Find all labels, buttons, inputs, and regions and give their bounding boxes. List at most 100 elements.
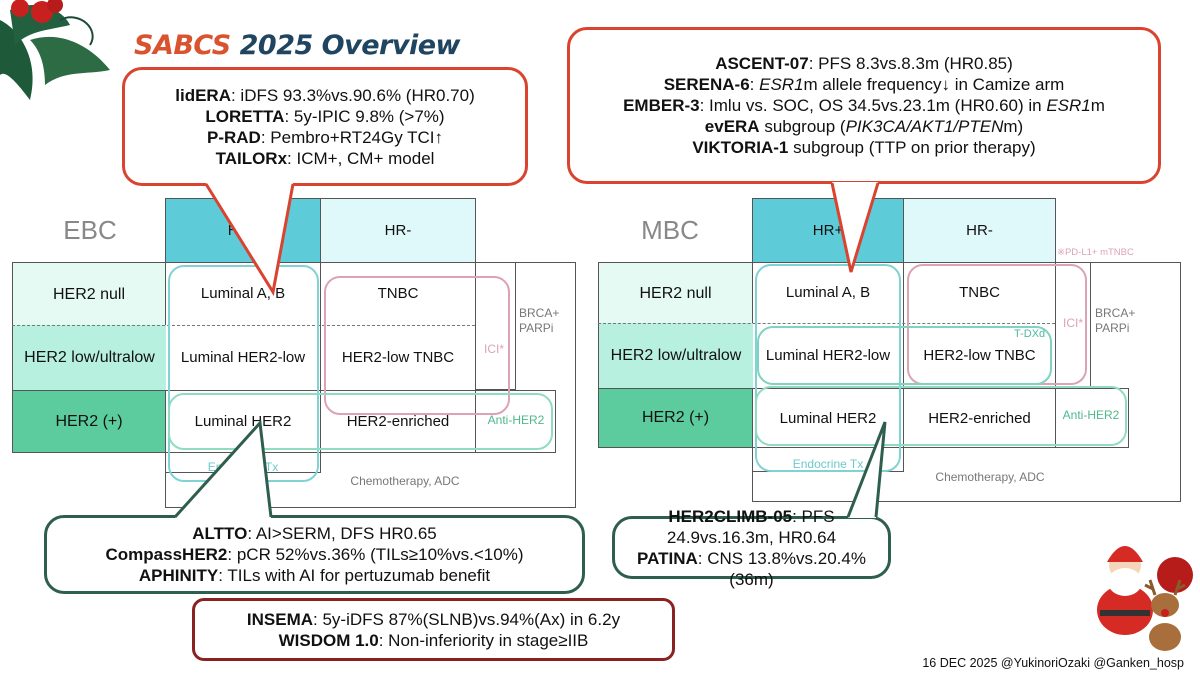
callout-line: VIKTORIA-1 subgroup (TTP on prior therap… [692,137,1035,158]
trial-name: lidERA [175,85,231,105]
mbc-row-her2-low: HER2 low/ultralow [598,323,753,388]
callout-text: : Pembro+RT24Gy TCI↑ [260,127,444,147]
callout-text: : pCR 52%vs.36% (TILs≥10%vs.<10%) [227,545,524,564]
callout-line: PATINA: CNS 13.8%vs.20.4% (36m) [615,548,888,590]
title-accent: SABCS [134,30,231,61]
mbc-row-her2-null: HER2 null [598,262,753,324]
ebc-row-her2-low: HER2 low/ultralow [12,325,166,390]
callout-line: EMBER-3: Imlu vs. SOC, OS 34.5vs.23.1m (… [623,95,1105,116]
mbc-brca-label: BRCA+ PARPi [1095,306,1136,335]
trial-name: PATINA [637,548,698,568]
mbc-cell-her2-low-tnbc: HER2-low TNBC [923,347,1036,364]
callout-text: : TILs with AI for pertuzumab benefit [218,566,491,585]
callout-text: : PFS 24.9vs.16.3m, HR0.64 [666,506,837,547]
ebc-col-hr-neg: HR- [320,198,476,263]
ebc-row-her2-pos: HER2 (+) [12,390,166,453]
mbc-cell-tnbc: TNBC [959,284,1000,301]
santa-icon [1097,535,1193,635]
callout-text: m allele frequency↓ in Camize arm [803,75,1065,94]
callout-line: INSEMA: 5y-iDFS 87%(SLNB)vs.94%(Ax) in 6… [247,609,620,630]
trial-name: HER2CLIMB-05 [668,506,793,526]
mbc-endocrine-label: Endocrine Tx [792,457,864,471]
ebc-endocrine-label: Endocrine Tx [207,460,279,474]
callout-line: LORETTA: 5y-IPIC 9.8% (>7%) [205,106,444,127]
ebc-col-hr-pos: HR+ [165,198,321,263]
mbc-endocrine-box [755,264,901,472]
mbc-tdxd-label: T-DXd [1014,328,1046,340]
mbc-tdxd-box [757,326,1052,385]
callout-text: : Imlu vs. SOC, OS 34.5vs.23.1m (HR0.60)… [699,96,1047,115]
holly-icon [0,0,110,100]
ebc-anti-her2-box [168,393,553,450]
mbc-col-hr-pos: HR+ [752,198,904,263]
ebc-brca-label: BRCA+ PARPi [519,306,560,335]
ebc-chemo-label: Chemotherapy, ADC [350,474,460,488]
trial-name: LORETTA [205,106,285,126]
trial-name: evERA [704,117,760,136]
trial-name: ASCENT-07 [715,54,809,73]
callout-line: SERENA-6: ESR1m allele frequency↓ in Cam… [664,74,1065,95]
callout-line: CompassHER2: pCR 52%vs.36% (TILs≥10%vs.<… [106,544,524,565]
trial-name: VIKTORIA-1 [692,138,789,157]
reindeer-icon [1144,579,1186,651]
trial-name: CompassHER2 [105,545,228,564]
mbc-cell-luminal-her2-low: Luminal HER2-low [765,347,891,364]
callout-text: subgroup (TTP on prior therapy) [788,138,1036,157]
ebc-top-callout: lidERA: iDFS 93.3%vs.90.6% (HR0.70)LORET… [122,67,528,186]
callout-text: : iDFS 93.3%vs.90.6% (HR0.70) [230,85,475,105]
callout-text: PIK3CA/AKT1/PTEN [845,117,1004,136]
ebc-cell-her2-enriched: HER2-enriched [346,413,450,430]
trial-name: SERENA-6 [663,75,750,94]
callout-text: ESR1 [1046,96,1091,115]
callout-line: ALTTO: AI>SERM, DFS HR0.65 [192,523,437,544]
mbc-top-callout: ASCENT-07: PFS 8.3vs.8.3m (HR0.85)SERENA… [567,27,1161,184]
callout-text: m) [1003,117,1024,136]
trial-name: APHINITY [138,566,219,585]
ebc-ici-label: ICI* [483,342,504,356]
callout-text: subgroup ( [759,117,846,136]
mbc-chemo-label: Chemotherapy, ADC [935,470,1045,484]
trial-name: TAILORx [215,148,288,168]
trial-name: P-RAD [206,127,261,147]
callout-text: m [1090,96,1105,115]
ebc-cell-her2-low-tnbc: HER2-low TNBC [341,349,455,366]
callout-text: : Non-inferiority in stage≥IIB [378,630,589,650]
trial-name: ALTTO [192,524,248,543]
page-title: SABCS 2025 Overview [134,30,460,61]
ebc-anti-her2-label: Anti-HER2 [487,413,545,427]
callout-text: : [749,75,760,94]
callout-line: APHINITY: TILs with AI for pertuzumab be… [139,565,490,586]
title-main: 2025 Overview [239,30,461,61]
mbc-cell-her2-enriched: HER2-enriched [928,409,1031,427]
callout-text: : ICM+, CM+ model [287,148,435,168]
mbc-label: MBC [641,214,699,245]
callout-text: : AI>SERM, DFS HR0.65 [247,524,437,543]
mbc-col-hr-neg: HR- [903,198,1056,263]
ebc-cell-tnbc: TNBC [377,285,419,302]
mbc-anti-her2-box [755,386,1127,446]
footer-credit: 16 DEC 2025 @YukinoriOzaki @Ganken_hosp [922,656,1184,670]
ebc-row-her2-null: HER2 null [12,262,166,326]
trial-name: WISDOM 1.0 [278,630,379,650]
callout-text: : 5y-IPIC 9.8% (>7%) [284,106,445,126]
ebc-cell-luminal-her2-low: Luminal HER2-low [180,349,306,366]
callout-text: : PFS 8.3vs.8.3m (HR0.85) [808,54,1013,73]
mbc-ici-label: ICI* [1062,316,1083,330]
callout-line: HER2CLIMB-05: PFS 24.9vs.16.3m, HR0.64 [615,506,888,548]
ebc-label: EBC [63,214,117,245]
mbc-row-her2-pos: HER2 (+) [598,388,753,448]
callout-text: : 5y-iDFS 87%(SLNB)vs.94%(Ax) in 6.2y [313,609,621,629]
mbc-ici-note: ※PD-L1+ mTNBC [1057,247,1134,258]
callout-text: ESR1 [759,75,804,94]
surgery-callout: INSEMA: 5y-iDFS 87%(SLNB)vs.94%(Ax) in 6… [192,598,675,661]
callout-line: TAILORx: ICM+, CM+ model [216,148,435,169]
trial-name: INSEMA [246,609,314,629]
mbc-anti-her2-label: Anti-HER2 [1062,408,1120,422]
mbc-cell-luminal-ab: Luminal A, B [785,284,871,301]
callout-line: lidERA: iDFS 93.3%vs.90.6% (HR0.70) [175,85,475,106]
callout-text: : CNS 13.8%vs.20.4% (36m) [697,548,866,589]
callout-line: ASCENT-07: PFS 8.3vs.8.3m (HR0.85) [715,53,1013,74]
ebc-ici-box [324,276,510,415]
